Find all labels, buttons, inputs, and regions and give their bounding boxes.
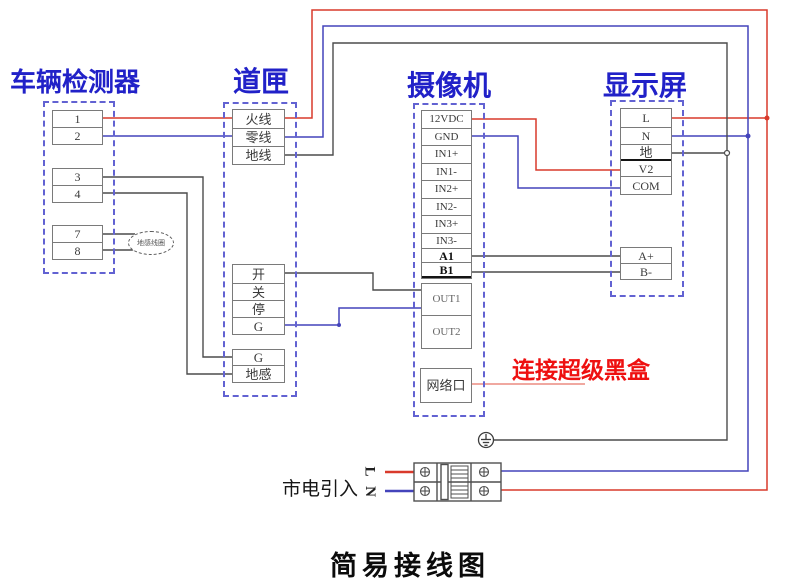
terminal-cell-earth: 地 <box>621 145 671 161</box>
gate-dashed-box <box>223 102 297 397</box>
mains-neutral-label: N <box>361 486 378 497</box>
blue-bend-dot <box>337 323 341 327</box>
blue-junction-dot <box>745 133 751 139</box>
terminal-cell: 1 <box>53 111 102 128</box>
detector-section-title: 车辆检测器 <box>10 68 141 97</box>
terminal-cell: 3 <box>53 169 102 186</box>
network-port-label: 网络口 <box>421 369 471 402</box>
terminal-cell: OUT1 <box>422 284 471 316</box>
detector-terminal-group-34: 3 4 <box>52 168 103 203</box>
terminal-cell: IN2+ <box>422 181 471 199</box>
gate-sensor-terminals: G 地感 <box>232 349 285 383</box>
gate-section-title: 道匣 <box>233 67 290 98</box>
detector-terminal-group-78: 7 8 <box>52 225 103 260</box>
terminal-cell: IN2- <box>422 199 471 216</box>
terminal-cell: 零线 <box>233 129 284 147</box>
camera-network-port: 网络口 <box>420 368 472 403</box>
detector-terminal-group-12: 1 2 <box>52 110 103 145</box>
terminal-cell: A+ <box>621 248 671 264</box>
terminal-cell: L <box>621 109 671 128</box>
terminal-cell: 7 <box>53 226 102 243</box>
earth-ground-icon <box>477 431 495 449</box>
terminal-cell: 火线 <box>233 110 284 129</box>
gate-control-terminals: 开 关 停 G <box>232 264 285 335</box>
terminal-cell: 停 <box>233 301 284 318</box>
blackbox-annotation: 连接超级黑盒 <box>512 358 650 383</box>
detector-dashed-box <box>43 101 115 274</box>
terminal-cell: COM <box>621 177 671 194</box>
red-junction-dot <box>764 115 770 121</box>
camera-dashed-box <box>413 103 485 417</box>
terminal-cell: IN1+ <box>422 146 471 164</box>
display-bus-terminals: A+ B- <box>620 247 672 280</box>
terminal-cell: GND <box>422 129 471 146</box>
terminal-cell: 地感 <box>233 366 284 382</box>
terminal-cell: 开 <box>233 265 284 284</box>
induction-coil-ellipse: 地感线圈 <box>128 231 174 255</box>
terminal-cell: 8 <box>53 243 102 259</box>
terminal-cell: N <box>621 128 671 145</box>
screw-terminal-icons <box>419 466 490 497</box>
circuit-breaker <box>413 462 502 502</box>
red-wires <box>103 9 768 491</box>
display-section-title: 显示屏 <box>603 71 688 102</box>
terminal-cell: B- <box>621 264 671 279</box>
terminal-cell: G <box>233 350 284 366</box>
ground-junction-dot <box>723 149 731 157</box>
terminal-cell-a1: A1 <box>422 249 471 263</box>
terminal-cell: 关 <box>233 284 284 301</box>
terminal-cell: G <box>233 318 284 334</box>
terminal-cell: 4 <box>53 186 102 202</box>
camera-out-terminals: OUT1 OUT2 <box>421 283 472 349</box>
terminal-cell: IN3+ <box>422 216 471 234</box>
gate-power-terminals: 火线 零线 地线 <box>232 109 285 165</box>
diagram-title: 简易接线图 <box>330 551 490 581</box>
terminal-cell: IN3- <box>422 234 471 249</box>
mains-input-label: 市电引入 <box>282 479 359 500</box>
terminal-cell: IN1- <box>422 164 471 181</box>
terminal-cell: OUT2 <box>422 316 471 348</box>
terminal-cell: 2 <box>53 128 102 144</box>
display-terminal-strip: L N 地 V2 COM <box>620 108 672 195</box>
blue-wires <box>103 25 749 472</box>
display-dashed-box <box>610 100 684 297</box>
mains-live-label: L <box>361 466 378 477</box>
camera-section-title: 摄像机 <box>407 71 492 102</box>
terminal-cell: V2 <box>621 161 671 177</box>
terminal-cell: 地线 <box>233 147 284 164</box>
camera-terminal-strip: 12VDC GND IN1+ IN1- IN2+ IN2- IN3+ IN3- … <box>421 110 472 279</box>
terminal-cell-b1: B1 <box>422 263 471 278</box>
terminal-cell: 12VDC <box>422 111 471 129</box>
dark-wires <box>103 42 728 441</box>
